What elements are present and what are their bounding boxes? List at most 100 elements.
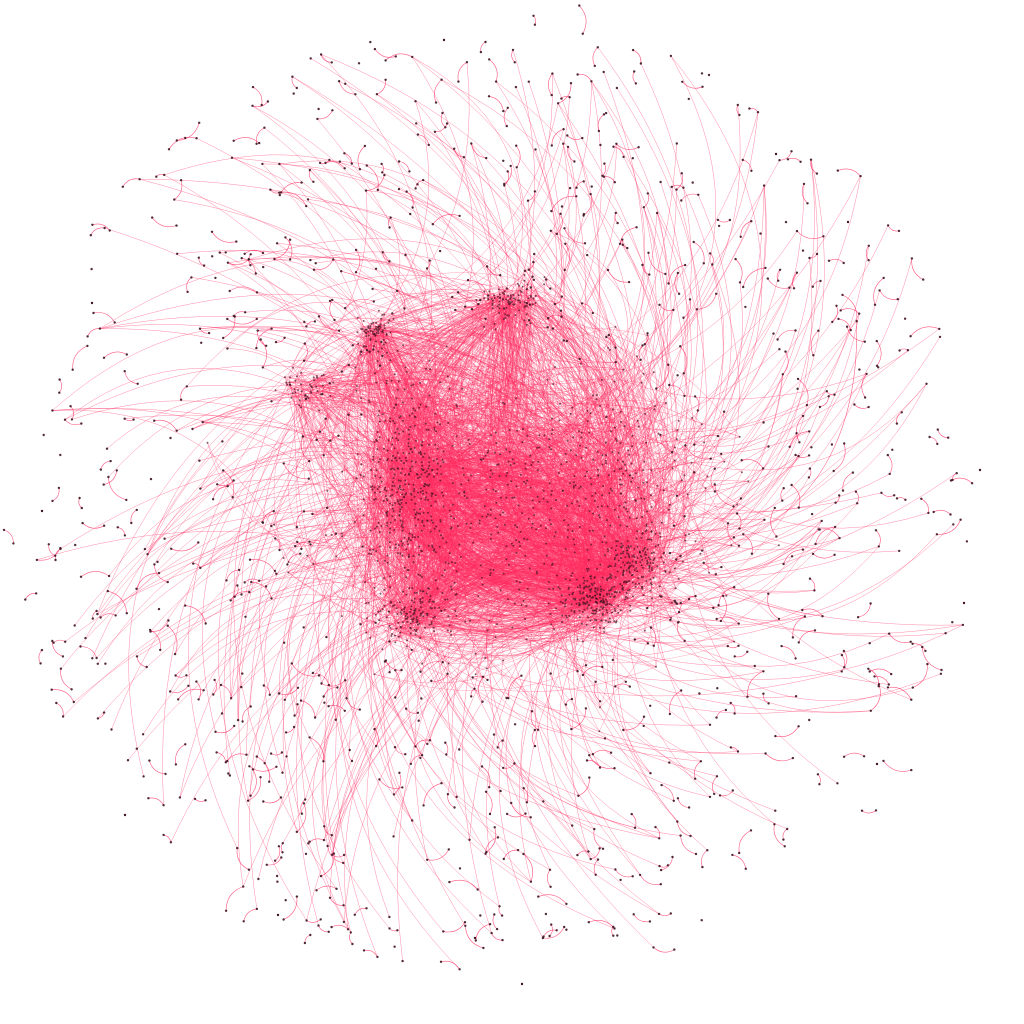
graph-edge [402,459,526,522]
graph-node [631,434,634,437]
graph-node [377,332,380,335]
graph-node [502,572,505,575]
graph-edge [429,369,611,575]
graph-node [391,504,394,507]
graph-node [386,514,389,517]
graph-node [633,547,636,550]
graph-node [523,273,526,276]
graph-edge [399,484,430,615]
graph-node [440,534,443,537]
graph-node [465,497,468,500]
graph-node [436,462,439,465]
graph-edge [421,444,585,582]
graph-node [424,498,427,501]
graph-node [394,547,397,549]
graph-node [340,615,343,618]
graph-node [659,535,662,538]
graph-node [369,325,372,328]
graph-node [483,325,485,328]
graph-node [427,499,429,501]
graph-node [451,503,454,506]
graph-node [604,598,607,601]
graph-node [525,605,528,607]
graph-node [645,529,648,532]
graph-edge [586,607,594,626]
graph-edge [372,291,500,323]
graph-node [393,473,396,476]
graph-node [408,452,411,455]
graph-node [626,552,628,555]
graph-node [419,612,422,615]
graph-node [377,309,380,312]
graph-node [604,554,607,557]
graph-edge [408,302,515,485]
graph-node [383,313,386,316]
graph-node [383,588,386,591]
graph-node [609,576,612,578]
graph-node [670,616,673,619]
graph-edge [384,295,536,561]
graph-edge [299,400,392,470]
graph-node [599,706,601,709]
graph-node [408,587,411,590]
graph-node [651,569,654,571]
graph-edge [375,382,525,483]
graph-node [417,553,420,556]
graph-node [443,608,446,611]
graph-node [625,580,628,583]
graph-node [415,628,418,631]
graph-edge [503,294,725,464]
graph-node [643,629,646,632]
graph-node [635,567,638,570]
graph-node [393,528,396,531]
graph-node [412,561,415,564]
graph-node [426,614,429,617]
graph-node [507,294,510,297]
graph-node [388,319,391,322]
graph-node [369,339,372,341]
graph-node [501,291,504,294]
graph-edge [484,518,637,659]
graph-edge [327,490,442,612]
graph-node [704,487,707,490]
graph-node [324,534,327,537]
graph-node [534,294,537,297]
graph-node [651,597,653,600]
graph-node [399,508,402,511]
graph-node [599,626,601,629]
graph-node [431,600,434,603]
graph-node [628,555,630,557]
graph-node [401,526,404,529]
graph-node [510,542,513,545]
graph-node [404,615,407,617]
graph-node [412,618,415,621]
graph-node [480,564,482,567]
graph-node [650,530,653,533]
graph-node [565,461,568,463]
graph-node [397,622,400,624]
graph-node [581,592,584,595]
graph-node [460,483,463,486]
graph-node [681,560,684,563]
graph-edge [516,442,596,589]
graph-node [650,538,653,541]
graph-node [560,594,563,597]
graph-node [369,327,371,330]
graph-edge [296,371,596,501]
graph-node [500,496,502,499]
graph-node [589,591,592,593]
graph-node [607,621,610,623]
graph-edge [373,456,390,513]
graph-node [628,546,630,549]
graph-node [419,614,422,617]
graph-node [588,431,591,434]
graph-node [485,667,488,670]
graph-node [455,614,458,617]
graph-node [618,591,621,594]
graph-node [502,297,505,300]
graph-node [497,531,500,534]
graph-node [490,434,492,437]
graph-node [409,615,412,618]
graph-node [622,571,625,574]
